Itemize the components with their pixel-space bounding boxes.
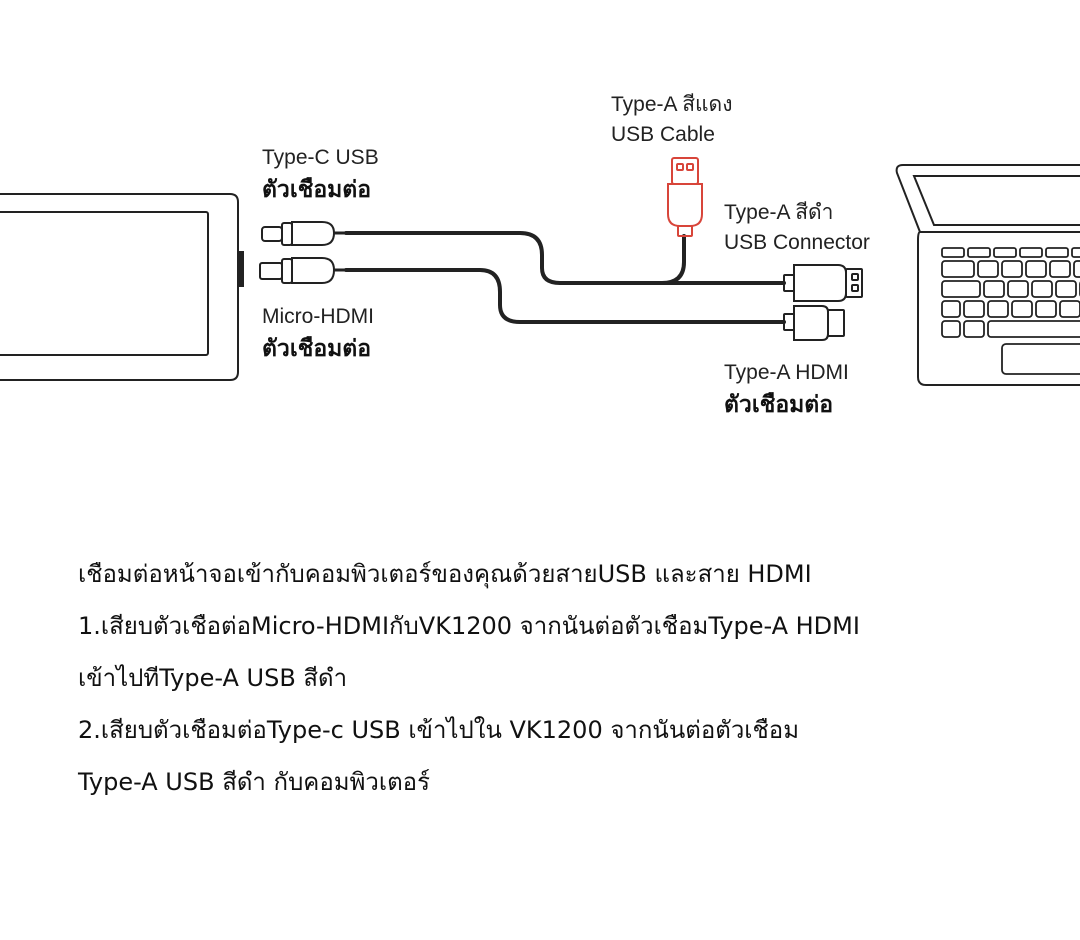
laptop-computer — [895, 164, 1080, 386]
label-type-a-red: Type-A สีแดง USB Cable — [611, 90, 732, 150]
connection-diagram: Type-A สีแดง USB Cable Type-C USB ตัวเชื… — [0, 0, 1080, 460]
instruction-step-1: 1.เสียบตัวเชือต่อMicro-HDMIกับVK1200 จาก… — [78, 612, 860, 640]
pen-display-tablet — [0, 193, 244, 381]
label-type-a-red-line1: Type-A สีแดง — [611, 93, 733, 116]
label-type-a-hdmi-thai: ตัวเชือมต่อ — [724, 392, 834, 418]
instruction-step-2: 2.เสียบตัวเชือมต่อType-c USB เข้าไปใน VK… — [78, 716, 800, 744]
label-type-c-thai: ตัวเชือมต่อ — [262, 177, 372, 203]
label-type-a-black-line2: USB Connector — [724, 231, 870, 254]
label-type-c-name: Type-C USB — [262, 146, 379, 169]
type-a-hdmi-plug — [783, 305, 845, 341]
instruction-intro: เชือมต่อหน้าจอเข้ากับคอมพิวเตอร์ของคุณด้… — [78, 560, 812, 588]
label-type-a-hdmi-name: Type-A HDMI — [724, 361, 849, 384]
red-usb-branch-cable — [660, 234, 686, 285]
hdmi-cable — [344, 268, 786, 324]
label-micro-hdmi-name: Micro-HDMI — [262, 305, 374, 328]
diagram-illustration — [0, 157, 1080, 386]
instruction-step-1-cont: เข้าไปทีType-A USB สีดำ — [78, 664, 348, 692]
laptop-keyboard — [941, 247, 1080, 375]
label-type-a-hdmi: Type-A HDMI ตัวเชือมต่อ — [724, 358, 849, 422]
black-type-a-usb-plug — [783, 264, 863, 302]
red-type-a-usb-plug — [667, 157, 703, 237]
label-micro-hdmi-thai: ตัวเชือมต่อ — [262, 336, 372, 362]
label-type-a-black-line1: Type-A สีดำ — [724, 201, 834, 224]
usb-cable — [344, 231, 786, 285]
micro-hdmi-plug — [259, 257, 346, 284]
label-type-a-black: Type-A สีดำ USB Connector — [724, 198, 870, 258]
label-type-c: Type-C USB ตัวเชือมต่อ — [262, 143, 379, 207]
instruction-step-2-cont: Type-A USB สีดำ กับคอมพิวเตอร์ — [78, 768, 430, 796]
label-micro-hdmi: Micro-HDMI ตัวเชือมต่อ — [262, 302, 374, 366]
label-type-a-red-line2: USB Cable — [611, 123, 715, 146]
instructions-text: เชือมต่อหน้าจอเข้ากับคอมพิวเตอร์ของคุณด้… — [78, 548, 1068, 808]
type-c-usb-plug — [261, 221, 346, 246]
